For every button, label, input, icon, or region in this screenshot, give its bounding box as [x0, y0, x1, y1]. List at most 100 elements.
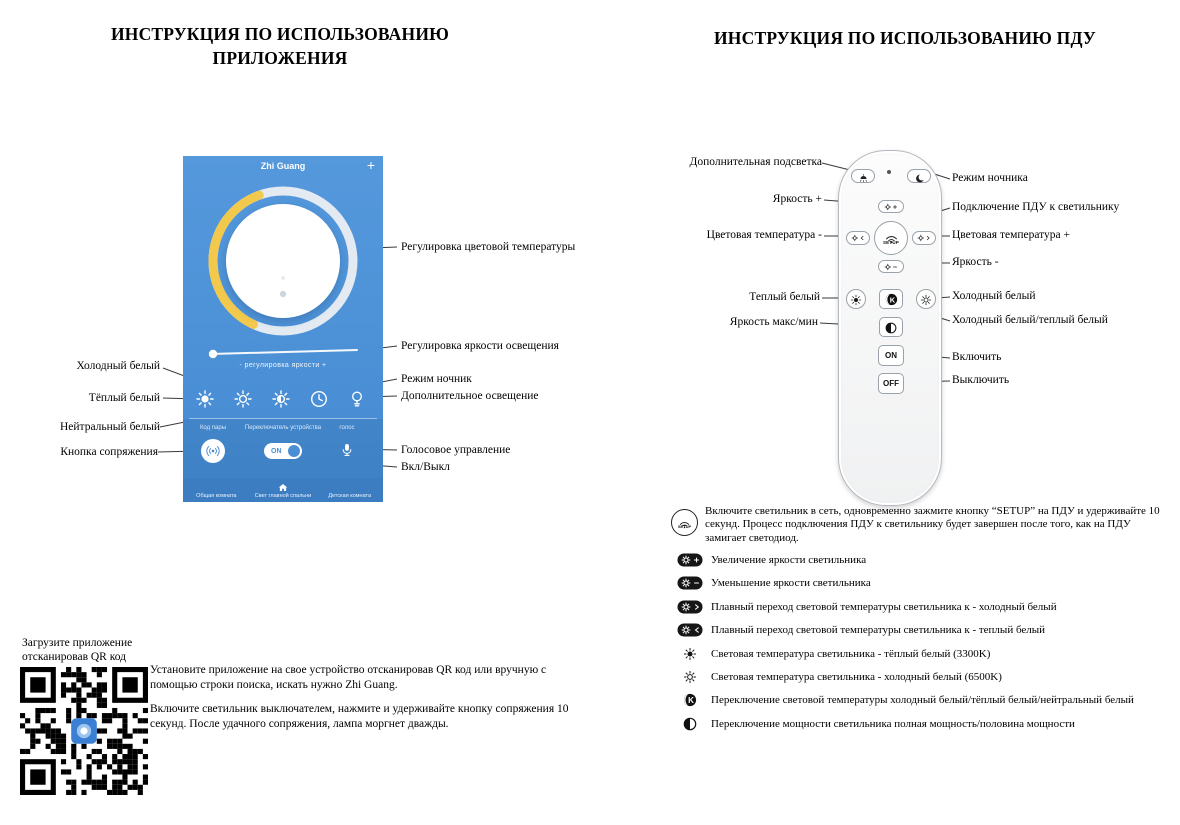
- sun-plus-icon: [677, 553, 703, 567]
- left-title-line1: ИНСТРУКЦИЯ ПО ИСПОЛЬЗОВАНИЮ: [110, 24, 450, 44]
- nav-item-left[interactable]: Общая комната: [183, 478, 250, 502]
- sun-filled-icon: [850, 293, 862, 306]
- neutral-white-icon[interactable]: [271, 389, 291, 409]
- app-header-title: Zhi Guang: [260, 161, 306, 171]
- legend-text: Переключение световой температуры холодн…: [711, 694, 1134, 706]
- voice-control-button[interactable]: [336, 439, 358, 461]
- callout-pair-button: Кнопка сопряжения: [60, 446, 158, 458]
- sun-to-warm-icon: [848, 229, 868, 247]
- brightness-slider[interactable]: [201, 346, 365, 360]
- warm-white-button[interactable]: [846, 289, 866, 309]
- on-button[interactable]: ON: [878, 345, 904, 366]
- callout-extra-light: Дополнительное освещение: [401, 390, 539, 402]
- left-title-line2: ПРИЛОЖЕНИЯ: [212, 48, 348, 68]
- off-button[interactable]: OFF: [878, 373, 904, 394]
- microphone-icon: [339, 442, 355, 458]
- night-mode-button[interactable]: [907, 169, 931, 183]
- extra-light-icon[interactable]: [347, 389, 367, 409]
- toggle-knob: [288, 445, 300, 457]
- ceiling-light-icon: [858, 171, 869, 182]
- app-screenshot: Zhi Guang + - регулировка яркости +: [183, 156, 383, 502]
- color-temperature-dial[interactable]: [203, 182, 363, 340]
- legend-row: Увеличение яркости светильника: [677, 552, 866, 568]
- callout-brightness: Регулировка яркости освещения: [401, 340, 559, 352]
- left-title: ИНСТРУКЦИЯ ПО ИСПОЛЬЗОВАНИЮ ПРИЛОЖЕНИЯ: [90, 22, 470, 70]
- brightness-minus-button[interactable]: [878, 260, 904, 273]
- callout-remote-cold-white: Холодный белый: [952, 290, 1036, 302]
- nav-center-label: Свет главной спальни: [254, 493, 312, 499]
- app-header: Zhi Guang +: [183, 156, 383, 178]
- setup-badge: SETUP: [671, 509, 698, 536]
- callout-remote-ct-plus: Цветовая температура +: [952, 229, 1071, 241]
- color-temp-toggle-button[interactable]: K: [879, 289, 903, 309]
- callout-remote-extra-light: Дополнительная подсветка: [689, 156, 822, 168]
- callout-on-off: Вкл/Выкл: [401, 461, 450, 473]
- legend-text: Увеличение яркости светильника: [711, 554, 867, 566]
- legend-row: Световая температура светильника - тёплы…: [677, 646, 990, 662]
- nav-right-label: Детская комната: [328, 493, 372, 499]
- brightness-slider-handle: [208, 349, 218, 359]
- callout-remote-on: Включить: [952, 351, 1002, 363]
- cold-white-icon[interactable]: [233, 389, 253, 409]
- right-title: ИНСТРУКЦИЯ ПО ИСПОЛЬЗОВАНИЮ ПДУ: [714, 28, 1096, 48]
- legend-text: Световая температура светильника - холод…: [711, 671, 1002, 683]
- sun-outline-icon: [677, 670, 703, 684]
- legend-text: Переключение мощности светильника полная…: [711, 718, 1075, 730]
- pairing-icon: [205, 443, 221, 459]
- legend-row: Плавный переход световой температуры све…: [677, 622, 1045, 638]
- qr-code: [20, 667, 148, 795]
- remote-control: SETUP K ON OFF: [838, 150, 942, 506]
- callout-remote-cold-warm-toggle: Холодный белый/теплый белый: [952, 314, 1108, 326]
- warm-white-icon[interactable]: [195, 389, 215, 409]
- add-device-button[interactable]: +: [366, 157, 375, 173]
- legend-text: Уменьшение яркости светильника: [711, 577, 871, 589]
- nav-item-center[interactable]: Свет главной спальни: [250, 478, 317, 502]
- on-off-toggle[interactable]: ON: [264, 443, 302, 459]
- qr-caption-line2: отсканировав QR код: [22, 651, 127, 663]
- led-indicator: [887, 170, 891, 174]
- color-temp-plus-button[interactable]: [912, 231, 936, 245]
- sun-minus-icon: [881, 258, 901, 276]
- legend-text: Плавный переход световой температуры све…: [711, 624, 1046, 636]
- sun-plus-icon: [881, 198, 901, 216]
- setup-button-label: SETUP: [882, 240, 899, 245]
- qr-caption-line1: Загрузите приложение: [22, 637, 133, 649]
- k-toggle-icon: K: [885, 293, 898, 306]
- sun-to-cold-icon: [914, 229, 934, 247]
- legend-text: Плавный переход световой температуры све…: [711, 601, 1057, 613]
- callout-remote-brightness-minus: Яркость -: [952, 256, 999, 268]
- color-temp-minus-button[interactable]: [846, 231, 870, 245]
- sun-outline-icon: [920, 293, 932, 306]
- brightness-slider-label: - регулировка яркости +: [239, 362, 327, 369]
- brightness-plus-button[interactable]: [878, 200, 904, 213]
- setup-button[interactable]: SETUP: [874, 221, 908, 255]
- extra-light-button[interactable]: [851, 169, 875, 183]
- toggle-on-label: ON: [271, 447, 282, 455]
- callout-remote-night-mode: Режим ночника: [952, 172, 1028, 184]
- svg-text:K: K: [889, 295, 895, 304]
- sun-minus-icon: [677, 576, 703, 590]
- callout-night-mode: Режим ночник: [401, 373, 472, 385]
- callout-remote-brightness-maxmin: Яркость макс/мин: [729, 316, 818, 328]
- sun-to-cold-icon: [677, 600, 703, 614]
- half-power-icon: [885, 321, 897, 334]
- legend-row: Плавный переход световой температуры све…: [677, 599, 1057, 615]
- crescent-moon-icon: [914, 171, 925, 182]
- cold-white-button[interactable]: [916, 289, 936, 309]
- qr-caption: Загрузите приложение отсканировав QR код: [22, 636, 132, 664]
- night-mode-icon[interactable]: [309, 389, 329, 409]
- switch-label: Переключатель устройства: [244, 425, 322, 431]
- app-bottom-nav: Общая комната Свет главной спальни Детск…: [183, 478, 383, 502]
- sun-filled-icon: [677, 647, 703, 661]
- nav-item-right[interactable]: Детская комната: [316, 478, 383, 502]
- callout-remote-pairing: Подключение ПДУ к светильнику: [952, 201, 1120, 213]
- pairing-button[interactable]: [201, 439, 225, 463]
- callout-warm-white: Тёплый белый: [88, 392, 160, 404]
- callout-remote-brightness-plus: Яркость +: [772, 193, 822, 205]
- power-half-button[interactable]: [879, 317, 903, 337]
- voice-label: голос: [339, 425, 355, 431]
- legend-row: Световая температура светильника - холод…: [677, 669, 1002, 685]
- pairing-paragraph: Включите светильник выключателем, нажмит…: [150, 703, 569, 730]
- sun-to-warm-icon: [677, 623, 703, 637]
- nav-left-label: Общая комната: [196, 493, 237, 499]
